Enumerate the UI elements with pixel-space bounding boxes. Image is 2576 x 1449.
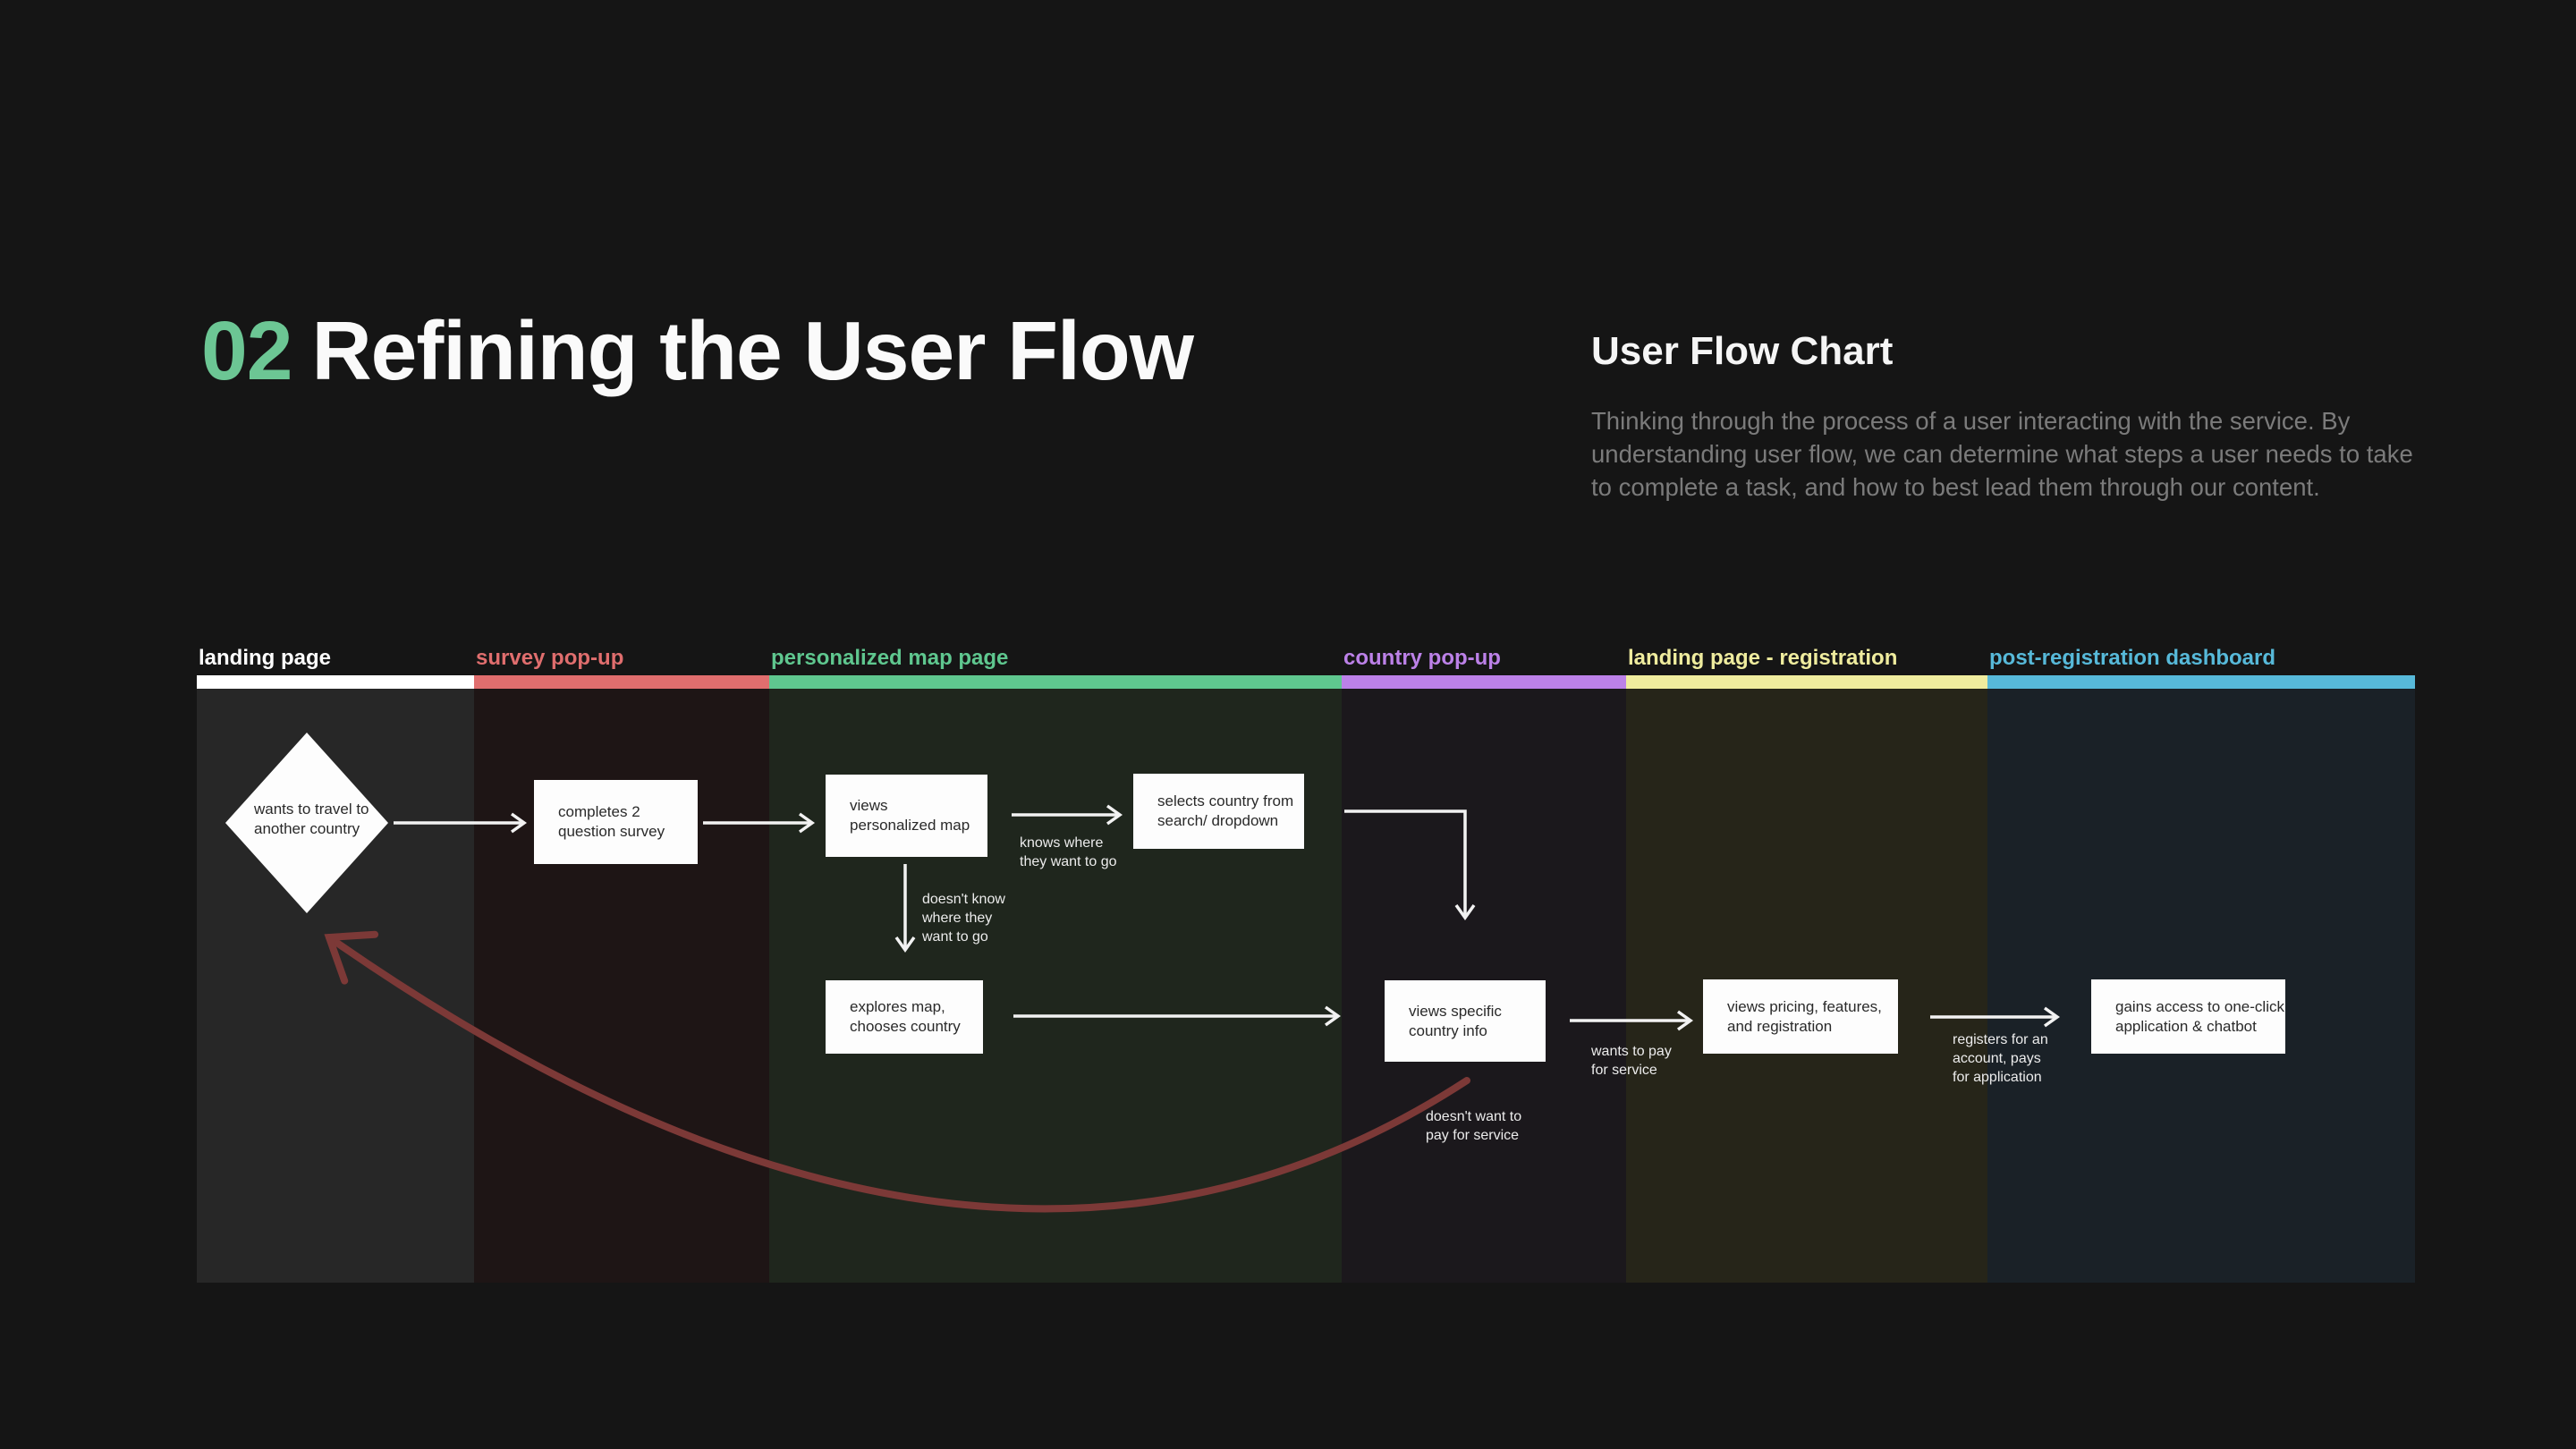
column-color-bar (769, 675, 1342, 689)
edge-label-registers: registers for an account, pays for appli… (1953, 1032, 2048, 1085)
panel-description: Thinking through the process of a user i… (1591, 407, 2413, 501)
edge-label-doesnt-pay: doesn't want to pay for service (1426, 1109, 1522, 1143)
node-pricing: views pricing, features, and registratio… (1703, 979, 1898, 1054)
column-survey-popup: survey pop-up (474, 646, 769, 1283)
column-label: landing page (199, 646, 332, 670)
edge-label-wants-pay: wants to pay for service (1591, 1044, 1672, 1078)
column-registration: landing page - registration (1626, 646, 1987, 1283)
column-background (197, 689, 474, 1283)
column-background (474, 689, 769, 1283)
edge-label-knows: knows where they want to go (1020, 835, 1117, 869)
panel-heading: User Flow Chart (1591, 329, 1894, 373)
column-label: personalized map page (771, 646, 1009, 670)
column-dashboard: post-registration dashboard (1987, 646, 2415, 1283)
node-start-text: wants to travel to another country (254, 801, 369, 837)
column-personalized-map: personalized map page (769, 646, 1342, 1283)
column-color-bar (197, 675, 474, 689)
node-selects-country: selects country from search/ dropdown (1133, 774, 1304, 849)
node-explores-map: explores map, chooses country (826, 980, 983, 1054)
column-color-bar (1626, 675, 1987, 689)
column-color-bar (1342, 675, 1626, 689)
column-label: landing page - registration (1628, 646, 1898, 670)
column-color-bar (1987, 675, 2415, 689)
node-views-map: views personalized map (826, 775, 987, 857)
node-survey: completes 2 question survey (534, 780, 698, 864)
column-country-popup: country pop-up (1342, 646, 1626, 1283)
edge-label-doesnt-know: doesn't know where they want to go (922, 892, 1005, 945)
column-label: post-registration dashboard (1989, 646, 2276, 670)
slide-number: 02 (201, 304, 292, 397)
node-access: gains access to one-click application & … (2091, 979, 2285, 1054)
column-landing-page: landing page (197, 646, 474, 1283)
column-color-bar (474, 675, 769, 689)
slide-title-text: Refining the User Flow (311, 304, 1194, 397)
node-country-info: views specific country info (1385, 980, 1546, 1062)
column-label: country pop-up (1343, 646, 1501, 670)
column-label: survey pop-up (476, 646, 624, 670)
